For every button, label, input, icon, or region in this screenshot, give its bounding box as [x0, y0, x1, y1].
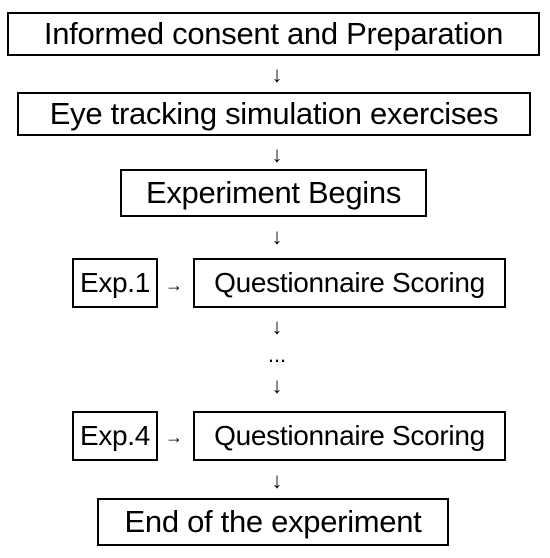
- down-arrow-icon: ↓: [271, 142, 283, 167]
- down-arrow-icon: ↓: [271, 468, 283, 493]
- step-informed-consent-label: Informed consent and Preparation: [43, 16, 504, 51]
- down-arrow-icon: ↓: [271, 314, 283, 339]
- exp1-label-box: Exp.1: [72, 258, 158, 308]
- step-end-label: End of the experiment: [124, 504, 422, 539]
- right-arrow-icon: →: [165, 427, 183, 447]
- step-eye-tracking-box: Eye tracking simulation exercises: [17, 92, 531, 136]
- down-arrow-icon: ↓: [271, 62, 283, 87]
- exp1-questionnaire-label: Questionnaire Scoring: [214, 267, 485, 298]
- exp1-label: Exp.1: [79, 267, 151, 298]
- step-informed-consent-box: Informed consent and Preparation: [7, 12, 540, 56]
- step-experiment-begins-box: Experiment Begins: [120, 169, 427, 217]
- exp4-label: Exp.4: [79, 420, 151, 451]
- right-arrow-icon: →: [165, 275, 183, 295]
- exp1-questionnaire-box: Questionnaire Scoring: [193, 258, 506, 308]
- down-arrow-icon: ↓: [271, 224, 283, 249]
- step-experiment-begins-label: Experiment Begins: [145, 175, 402, 210]
- exp4-label-box: Exp.4: [72, 411, 158, 461]
- step-eye-tracking-label: Eye tracking simulation exercises: [49, 96, 499, 131]
- ellipsis: ...: [267, 342, 287, 367]
- down-arrow-icon: ↓: [271, 373, 283, 398]
- step-end-box: End of the experiment: [97, 498, 449, 546]
- exp4-questionnaire-label: Questionnaire Scoring: [214, 420, 485, 451]
- exp4-questionnaire-box: Questionnaire Scoring: [193, 411, 506, 461]
